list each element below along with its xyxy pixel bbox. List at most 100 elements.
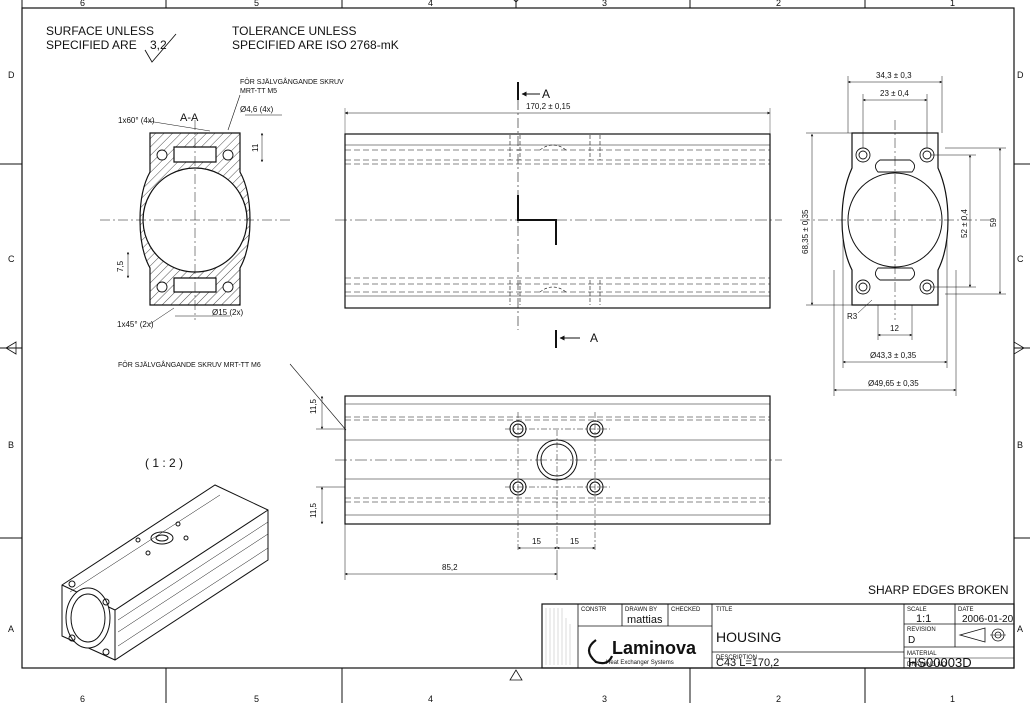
- dim-23: 23 ± 0,4: [880, 89, 909, 98]
- zone-col-3-bottom: 3: [602, 694, 607, 703]
- zone-row-d-right: D: [1017, 70, 1024, 80]
- date-value: 2006-01-20: [962, 614, 1014, 625]
- dim-11-5-bottom: 11,5: [309, 502, 318, 518]
- laminova-logo: [587, 639, 614, 665]
- projection-symbol: [958, 627, 986, 643]
- scale-value: 1:1: [916, 613, 931, 625]
- zone-col-2-top: 2: [776, 0, 781, 8]
- section-hatched-body: [139, 132, 251, 306]
- front-view: A A 170,2 ± 0,15: [335, 82, 782, 348]
- tolerance-note-line1: TOLERANCE UNLESS: [232, 24, 356, 38]
- section-view-a-a: A-A 1x60° (4x) Ø4,6 (4x) 11 7,5 1x45° (2…: [100, 105, 290, 329]
- zone-row-a-right: A: [1017, 624, 1023, 634]
- section-cutting-plane: [517, 82, 557, 348]
- zone-col-5-bottom: 5: [254, 694, 259, 703]
- company-name: Laminova: [612, 638, 697, 658]
- screw-m6-leader: [289, 363, 347, 431]
- title-value: HOUSING: [716, 629, 781, 645]
- screw-m6-note: FÖR SJÄLVGÅNGANDE SKRUV MRT-TT M6: [118, 360, 261, 369]
- drawing-no-label: DRAWING NO: [907, 662, 947, 668]
- zone-col-1-bottom: 1: [950, 694, 955, 703]
- border-zone-labels: 6 5 4 3 2 1 6 5 4 3 2 1 D C B A D C B A: [8, 0, 1024, 704]
- screw-m5-note-line2: MRT-TT M5: [240, 88, 277, 95]
- dim-15-left: 15: [532, 537, 541, 546]
- end-dim-lines: [806, 76, 1006, 396]
- title-label: TITLE: [716, 607, 732, 613]
- top-holes: [509, 420, 604, 496]
- top-groove-lines: [345, 403, 770, 516]
- title-block-legal-text: [545, 608, 571, 665]
- dim-34-3: 34,3 ± 0,3: [876, 71, 912, 80]
- end-slot-top: [875, 159, 915, 173]
- dim-12: 12: [890, 324, 899, 333]
- zone-col-4-bottom: 4: [428, 694, 433, 703]
- revision-value: D: [908, 635, 915, 646]
- dim-bore-dia: Ø15 (2x): [212, 308, 243, 317]
- title-block: [541, 603, 1015, 669]
- drawn-by-label: DRAWN BY: [625, 607, 657, 613]
- dim-59: 59: [989, 218, 998, 227]
- zone-row-b-right: B: [1017, 440, 1023, 450]
- surface-note-line1: SURFACE UNLESS: [46, 24, 154, 38]
- dim-chamfer-top: 1x60° (4x): [118, 116, 155, 125]
- tolerance-note-line2: SPECIFIED ARE ISO 2768-mK: [232, 38, 399, 52]
- section-hole: [222, 281, 234, 293]
- zone-row-a-left: A: [8, 624, 14, 634]
- front-outline: [344, 133, 771, 309]
- drawing-no-value: HS00003D: [908, 655, 972, 670]
- dim-52: 52 ± 0,4: [960, 209, 969, 238]
- front-hidden-lines: [345, 135, 770, 305]
- zone-col-4-top: 4: [428, 0, 433, 8]
- isometric-view: [61, 484, 269, 661]
- top-dim-lines: [316, 395, 596, 580]
- zone-col-2-bottom: 2: [776, 694, 781, 703]
- zone-row-d-left: D: [8, 70, 15, 80]
- end-centerlines: [800, 120, 990, 320]
- drawn-by-value: mattias: [627, 614, 663, 626]
- dim-7-5: 7,5: [116, 260, 125, 272]
- section-mark-top: A: [542, 87, 550, 101]
- dim-11-5-top: 11,5: [309, 398, 318, 414]
- section-label: A-A: [180, 112, 199, 124]
- section-hole: [156, 149, 168, 161]
- section-mark-bottom: A: [590, 331, 598, 345]
- date-label: DATE: [958, 607, 974, 613]
- dim-49-65: Ø49,65 ± 0,35: [868, 379, 919, 388]
- checked-label: CHECKED: [671, 607, 701, 613]
- zone-col-3-top: 3: [602, 0, 607, 8]
- zone-col-6-bottom: 6: [80, 694, 85, 703]
- dim-68-35: 68,35 ± 0,35: [801, 209, 810, 254]
- general-notes: SURFACE UNLESS SPECIFIED ARE 3,2 TOLERAN…: [46, 24, 1008, 597]
- revision-label: REVISION: [907, 627, 936, 633]
- zone-row-c-left: C: [8, 254, 15, 264]
- scale-label: SCALE: [907, 607, 927, 613]
- dim-chamfer-bottom: 1x45° (2x): [117, 320, 154, 329]
- dim-11: 11: [251, 143, 260, 152]
- zone-row-c-right: C: [1017, 254, 1024, 264]
- dim-15-right: 15: [570, 537, 579, 546]
- description-value: C43 L=170,2: [716, 657, 779, 669]
- sharp-edges-note: SHARP EDGES BROKEN: [868, 583, 1008, 597]
- dim-43-3: Ø43,3 ± 0,35: [870, 351, 917, 360]
- end-outline: [841, 132, 949, 306]
- description-label: DESCRIPTION: [716, 655, 757, 661]
- zone-col-6-top: 6: [80, 0, 85, 8]
- company-sub: Heat Exchanger Systems: [606, 660, 674, 666]
- material-label: MATERIAL: [907, 651, 937, 657]
- screw-m5-note-line1: FÖR SJÄLVGÅNGANDE SKRUV: [240, 77, 344, 86]
- surface-note-line2: SPECIFIED ARE: [46, 38, 137, 52]
- surface-value: 3,2: [150, 38, 167, 52]
- dim-r3: R3: [847, 312, 858, 321]
- end-view: 34,3 ± 0,3 23 ± 0,4 68,35 ± 0,35 52 ± 0,…: [800, 71, 1006, 396]
- section-hole: [222, 149, 234, 161]
- dim-hole-dia: Ø4,6 (4x): [240, 105, 274, 114]
- title-block-text: CONSTR DRAWN BY mattias CHECKED TITLE HO…: [581, 607, 1014, 670]
- section-dim-lines: [126, 114, 282, 325]
- top-view: 11,5 11,5 15 15 85,2: [309, 395, 782, 580]
- section-hole: [156, 281, 168, 293]
- section-centerlines: [100, 120, 290, 320]
- screw-m5-leader: [227, 94, 241, 131]
- zone-row-b-left: B: [8, 440, 14, 450]
